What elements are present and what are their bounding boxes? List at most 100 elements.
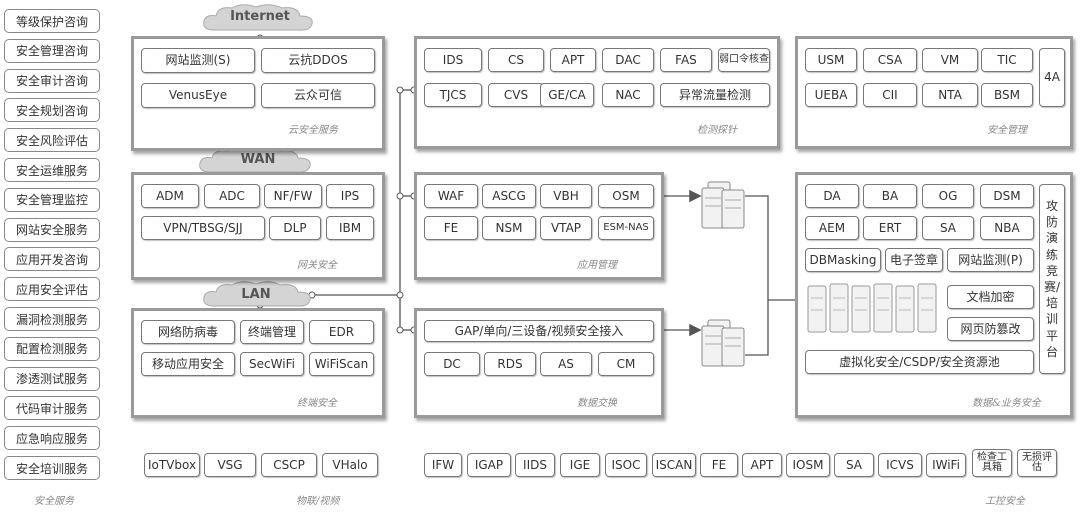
service-item: 网站安全服务 — [4, 217, 100, 242]
arrow-head — [689, 323, 702, 337]
gateway-item: DLP — [269, 216, 321, 240]
detection-caption: 检测探针 — [697, 125, 737, 136]
gateway-caption: 网关安全 — [297, 260, 337, 271]
app-mgmt-item: VTAP — [540, 216, 592, 240]
data-exchange-item: AS — [540, 352, 592, 376]
detection-item: GE/CA — [540, 83, 594, 107]
node-dot — [396, 192, 404, 200]
ics-item: ICVS — [878, 453, 922, 477]
iot-item: VHalo — [322, 453, 378, 477]
gateway-item: ADM — [141, 184, 199, 208]
data-biz-item: ERT — [863, 216, 917, 240]
node-dot — [396, 326, 404, 334]
sec-mgmt-item: BSM — [981, 83, 1033, 107]
data-biz-item: 文档加密 — [947, 285, 1034, 309]
ics-item: 检查工具箱 — [972, 449, 1012, 477]
data-exchange-item: CM — [598, 352, 654, 376]
internet-label: Internet — [230, 9, 290, 24]
app-mgmt-item: ASCG — [482, 184, 536, 208]
data-biz-item: OG — [922, 184, 974, 208]
data-biz-item: DSM — [980, 184, 1034, 208]
detection-item: DAC — [602, 48, 654, 72]
data-biz-item: BA — [863, 184, 917, 208]
gateway-item: IBM — [326, 216, 374, 240]
cloud-security-item: 云众可信 — [261, 83, 375, 108]
ics-caption: 工控安全 — [985, 496, 1025, 507]
app-mgmt-item: NSM — [482, 216, 536, 240]
detection-item: APT — [550, 48, 596, 72]
cloud-security-caption: 云安全服务 — [288, 125, 338, 136]
ics-item: FE — [700, 453, 738, 477]
sec-mgmt-item: TIC — [981, 48, 1033, 72]
data-exchange-item: DC — [424, 352, 480, 376]
ics-item: IWiFi — [926, 453, 966, 477]
app-mgmt-item: WAF — [424, 184, 478, 208]
detection-item: IDS — [424, 48, 482, 72]
iot-item: VSG — [204, 453, 256, 477]
ics-item: IFW — [424, 453, 462, 477]
data-biz-item: AEM — [805, 216, 859, 240]
ics-item: IOSM — [786, 453, 830, 477]
data-biz-item: NBA — [980, 216, 1034, 240]
data-exchange-item: GAP/单向/三设备/视频安全接入 — [424, 320, 654, 342]
service-item: 等级保护咨询 — [4, 9, 100, 33]
data-exchange-item: RDS — [484, 352, 536, 376]
detection-item: 弱口令核查 — [718, 48, 770, 72]
data-biz-item: 网页防篡改 — [947, 317, 1034, 341]
detection-item: 异常流量检测 — [660, 83, 770, 107]
server-rack-icon — [701, 181, 745, 229]
iot-caption: 物联/视频 — [296, 496, 340, 507]
app-mgmt-item: VBH — [540, 184, 592, 208]
gateway-item: VPN/TBSG/SJJ — [141, 216, 265, 240]
sec-mgmt-caption: 安全管理 — [987, 125, 1027, 136]
ics-item: IGAP — [467, 453, 511, 477]
detection-item: FAS — [660, 48, 712, 72]
iot-item: IoTVbox — [144, 453, 200, 477]
service-item: 安全管理咨询 — [4, 38, 100, 63]
service-item: 应急响应服务 — [4, 426, 100, 451]
sec-mgmt-item: VM — [922, 48, 978, 72]
gateway-item: ADC — [204, 184, 260, 208]
lan-cloud-icon — [203, 281, 311, 307]
service-item: 安全培训服务 — [4, 456, 100, 480]
data-biz-item: SA — [922, 216, 974, 240]
service-item: 代码审计服务 — [4, 396, 100, 421]
sec-mgmt-item: CII — [863, 83, 917, 107]
service-item: 安全审计咨询 — [4, 68, 100, 93]
sec-mgmt-item: NTA — [922, 83, 978, 107]
data-biz-item: 网站监测(P) — [947, 248, 1034, 272]
wan-label: WAN — [240, 152, 276, 167]
service-item: 渗透测试服务 — [4, 366, 100, 391]
data-biz-item: DBMasking — [805, 248, 881, 272]
node-dot — [396, 86, 404, 94]
service-item: 安全管理监控 — [4, 187, 100, 212]
ics-item: APT — [742, 453, 782, 477]
detection-item: CS — [488, 48, 544, 72]
app-mgmt-caption: 应用管理 — [577, 260, 617, 271]
server-cluster-icon — [807, 283, 937, 333]
data-exchange-caption: 数据交换 — [577, 398, 617, 409]
app-mgmt-item: FE — [424, 216, 478, 240]
security-services-caption: 安全服务 — [34, 496, 74, 507]
service-item: 漏洞检测服务 — [4, 307, 100, 331]
sec-mgmt-item: 4A — [1039, 48, 1065, 107]
app-mgmt-item: OSM — [598, 184, 654, 208]
ics-item: ISCAN — [652, 453, 696, 477]
terminal-item: 移动应用安全 — [141, 352, 235, 376]
data-biz-item: 电子签章 — [885, 248, 943, 272]
ics-item: 无损评估 — [1017, 449, 1057, 477]
detection-item: CVS — [488, 83, 544, 107]
gateway-item: IPS — [326, 184, 374, 208]
ics-item: IGE — [560, 453, 600, 477]
service-item: 安全风险评估 — [4, 128, 100, 153]
detection-item: TJCS — [424, 83, 482, 107]
cloud-security-item: VenusEye — [141, 83, 255, 108]
ics-item: IIDS — [515, 453, 555, 477]
service-item: 配置检测服务 — [4, 336, 100, 361]
service-item: 应用安全评估 — [4, 277, 100, 302]
sec-mgmt-item: UEBA — [805, 83, 857, 107]
node-dot — [396, 291, 404, 299]
gateway-item: NF/FW — [264, 184, 322, 208]
detection-item: NAC — [602, 83, 654, 107]
data-biz-item: 虚拟化安全/CSDP/安全资源池 — [805, 350, 1034, 374]
